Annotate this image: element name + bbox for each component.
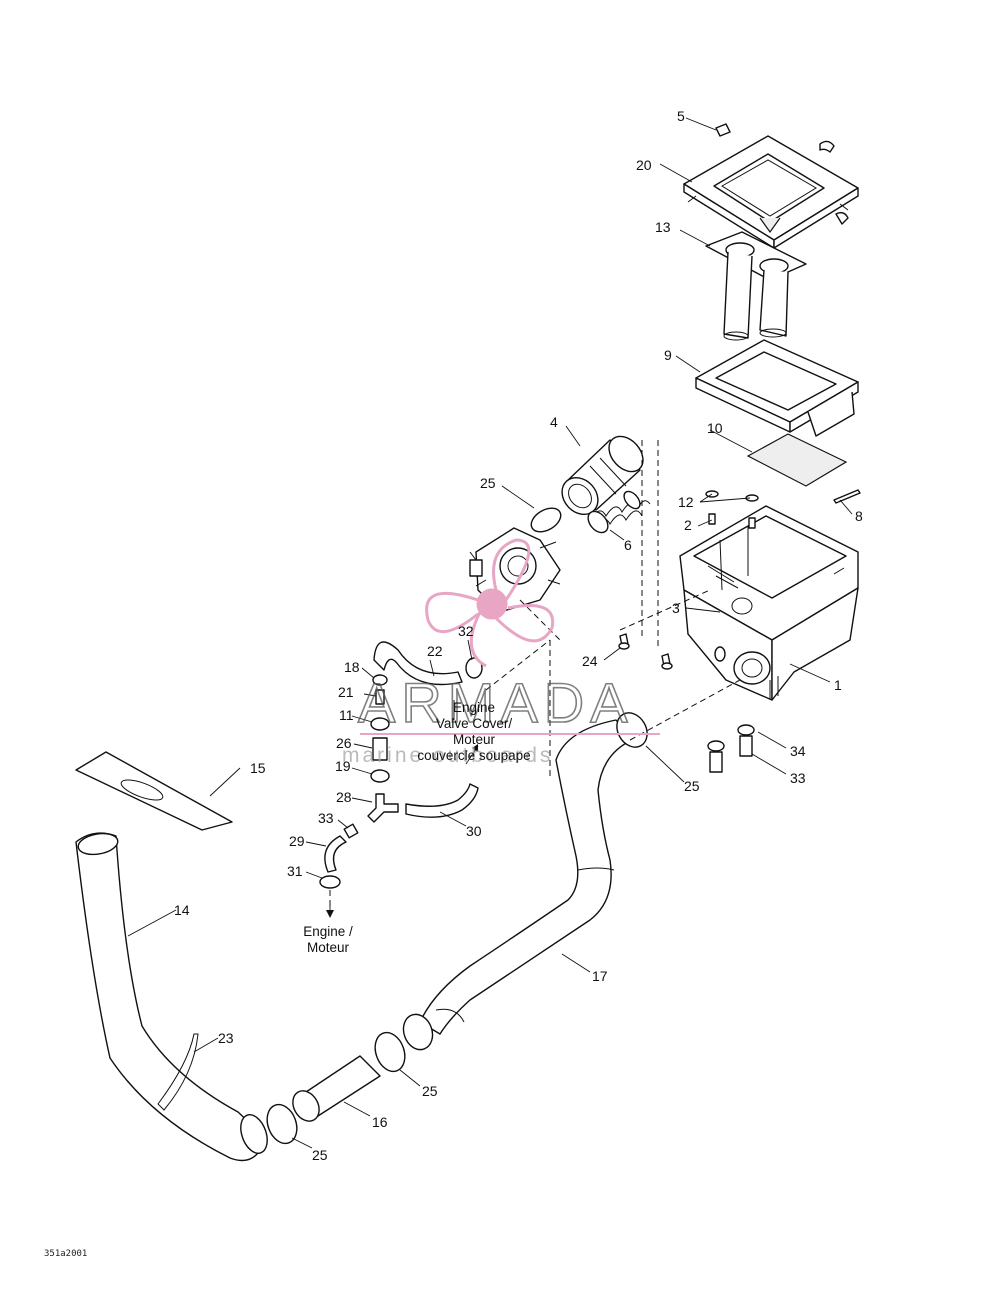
callout-24: 24 <box>582 653 598 669</box>
callout-33a: 33 <box>790 770 806 786</box>
part-14-pipe <box>75 832 267 1162</box>
part-30-hose <box>405 783 479 818</box>
callout-25d: 25 <box>312 1147 328 1163</box>
callout-20: 20 <box>636 157 652 173</box>
part-6-spring <box>587 490 651 534</box>
part-4-boot <box>561 435 644 516</box>
callout-31: 31 <box>287 863 303 879</box>
part-13-horns <box>705 231 807 341</box>
callout-2: 2 <box>684 517 692 533</box>
callout-13: 13 <box>655 219 671 235</box>
part-34-33-fittings <box>707 724 755 773</box>
part-12-2-grommets <box>705 490 759 529</box>
callout-labels: 5 20 13 9 10 4 25 12 2 8 6 3 32 24 22 18… <box>174 108 863 1163</box>
propeller-logo-icon <box>425 538 555 668</box>
callout-14: 14 <box>174 902 190 918</box>
callout-6: 6 <box>624 537 632 553</box>
callout-26: 26 <box>336 735 352 751</box>
callout-21: 21 <box>338 684 354 700</box>
part-25-clamp-bottom <box>266 1103 298 1145</box>
part-5-clips <box>715 123 849 225</box>
part-29-hose <box>324 835 347 873</box>
callout-30: 30 <box>466 823 482 839</box>
part-25-clamp-top <box>530 507 562 533</box>
part-22-hose <box>373 641 463 686</box>
part-1-airbox <box>679 505 859 701</box>
note-valve-cover-line4: couvercle soupape <box>417 748 530 763</box>
part-25-clamp-mid <box>616 712 648 748</box>
part-20-lid <box>683 135 859 249</box>
note-valve-cover-line3: Moteur <box>453 732 496 747</box>
part-17-hose <box>419 719 633 1035</box>
part-32-clamp <box>465 657 483 679</box>
part-31-clamp <box>319 875 341 889</box>
part-15-plate <box>75 751 233 831</box>
figure-code: 351a2001 <box>44 1249 87 1259</box>
callout-10: 10 <box>707 420 723 436</box>
callout-23: 23 <box>218 1030 234 1046</box>
callout-28: 28 <box>336 789 352 805</box>
part-9-filter-frame <box>695 339 859 437</box>
callout-25b: 25 <box>684 778 700 794</box>
callout-4: 4 <box>550 414 558 430</box>
part-25-clamp-lower <box>374 1031 406 1073</box>
note-valve-cover-line1: Engine <box>453 700 495 715</box>
parts-drawing <box>75 123 861 1162</box>
engine-arrows <box>326 744 479 918</box>
valve-cover-note: Engine Valve Cover/ Moteur couvercle sou… <box>417 700 530 763</box>
engine-note: Engine / Moteur <box>303 924 353 955</box>
small-fittings <box>370 674 390 783</box>
callout-16: 16 <box>372 1114 388 1130</box>
callout-12: 12 <box>678 494 694 510</box>
callout-9: 9 <box>664 347 672 363</box>
callout-5: 5 <box>677 108 685 124</box>
callout-32: 32 <box>458 623 474 639</box>
part-28-tee <box>367 793 399 823</box>
callout-1: 1 <box>834 677 842 693</box>
watermark-tagline: marine outboards <box>342 744 553 767</box>
callout-25a: 25 <box>480 475 496 491</box>
callout-22: 22 <box>427 643 443 659</box>
part-24-screws <box>618 633 673 670</box>
note-engine-line1: Engine / <box>303 924 353 939</box>
callout-17: 17 <box>592 968 608 984</box>
part-23-strap <box>157 1033 199 1111</box>
callout-11: 11 <box>339 707 354 723</box>
leader-lines <box>127 117 853 1149</box>
callout-15: 15 <box>250 760 266 776</box>
callout-25c: 25 <box>422 1083 438 1099</box>
part-8-pin <box>833 489 861 504</box>
watermark: ARMADA marine outboards <box>342 538 660 767</box>
callout-8: 8 <box>855 508 863 524</box>
callout-3: 3 <box>672 600 680 616</box>
part-10-filter <box>746 433 848 487</box>
callout-18: 18 <box>344 659 360 675</box>
note-engine-line2: Moteur <box>307 940 350 955</box>
assembly-lines <box>329 440 741 918</box>
callout-29: 29 <box>289 833 305 849</box>
callout-34: 34 <box>790 743 806 759</box>
callout-33b: 33 <box>318 810 334 826</box>
note-valve-cover-line2: Valve Cover/ <box>436 716 513 731</box>
callout-19: 19 <box>335 758 351 774</box>
watermark-brand: ARMADA <box>358 671 634 734</box>
